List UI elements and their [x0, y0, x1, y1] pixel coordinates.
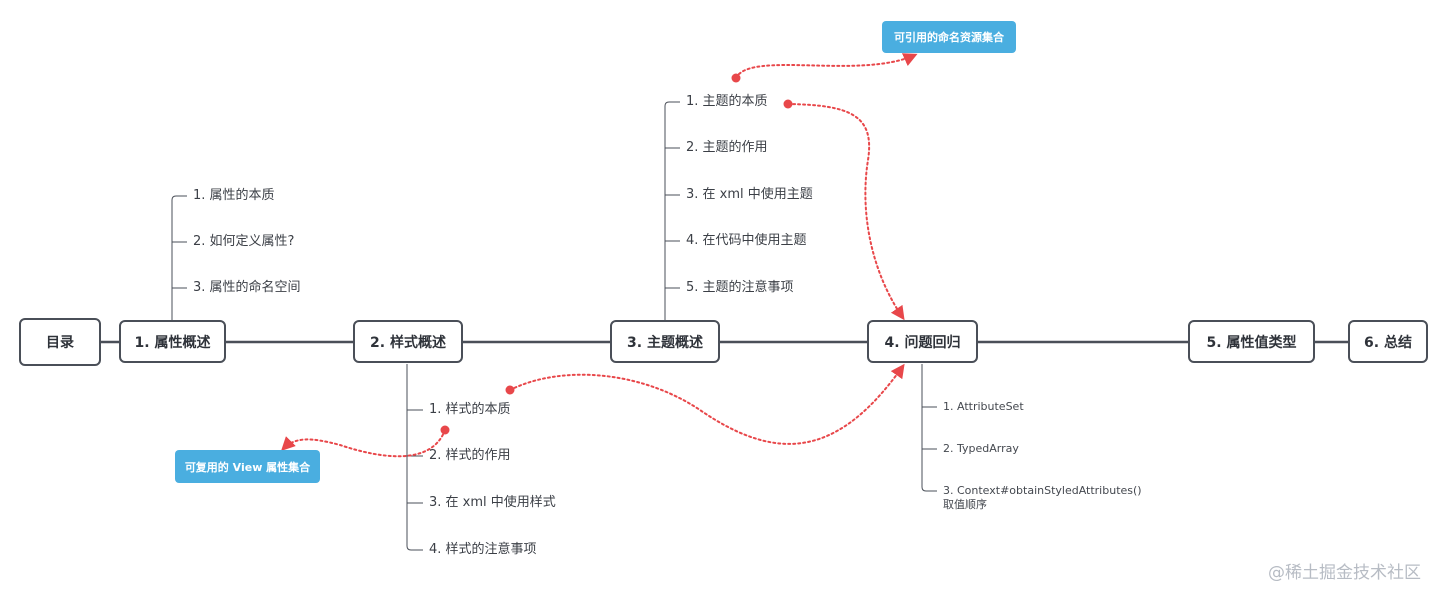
- relation-dots: [440, 73, 793, 435]
- theme-item[interactable]: 1. 主题的本质: [686, 94, 768, 109]
- watermark: @稀土掘金技术社区: [1268, 563, 1421, 583]
- style-item[interactable]: 4. 样式的注意事项: [429, 542, 537, 557]
- theme-item[interactable]: 2. 主题的作用: [686, 140, 768, 155]
- relation-curves: [281, 53, 918, 458]
- theme-overview-node[interactable]: 3. 主题概述: [610, 320, 720, 363]
- attr-item[interactable]: 2. 如何定义属性?: [193, 234, 295, 249]
- theme-item[interactable]: 3. 在 xml 中使用主题: [686, 187, 813, 202]
- question-item[interactable]: 1. AttributeSet: [943, 400, 1024, 413]
- root-node[interactable]: 目录: [19, 318, 101, 366]
- theme-item[interactable]: 5. 主题的注意事项: [686, 280, 794, 295]
- question-item-continuation: 取值顺序: [943, 498, 987, 511]
- theme-item[interactable]: 4. 在代码中使用主题: [686, 233, 807, 248]
- style-item[interactable]: 2. 样式的作用: [429, 448, 511, 463]
- style-summary-tag[interactable]: 可复用的 View 属性集合: [175, 450, 320, 483]
- question-item[interactable]: 3. Context#obtainStyledAttributes(): [943, 484, 1142, 497]
- theme-summary-tag[interactable]: 可引用的命名资源集合: [882, 21, 1016, 53]
- style-item[interactable]: 1. 样式的本质: [429, 402, 511, 417]
- attr-value-types-node[interactable]: 5. 属性值类型: [1188, 320, 1315, 363]
- question-review-node[interactable]: 4. 问题回归: [867, 320, 978, 363]
- summary-node[interactable]: 6. 总结: [1348, 320, 1428, 363]
- style-overview-node[interactable]: 2. 样式概述: [353, 320, 463, 363]
- attr-item[interactable]: 1. 属性的本质: [193, 188, 275, 203]
- attr-overview-node[interactable]: 1. 属性概述: [119, 320, 226, 363]
- style-item[interactable]: 3. 在 xml 中使用样式: [429, 495, 556, 510]
- question-item[interactable]: 2. TypedArray: [943, 442, 1019, 455]
- attr-item[interactable]: 3. 属性的命名空间: [193, 280, 301, 295]
